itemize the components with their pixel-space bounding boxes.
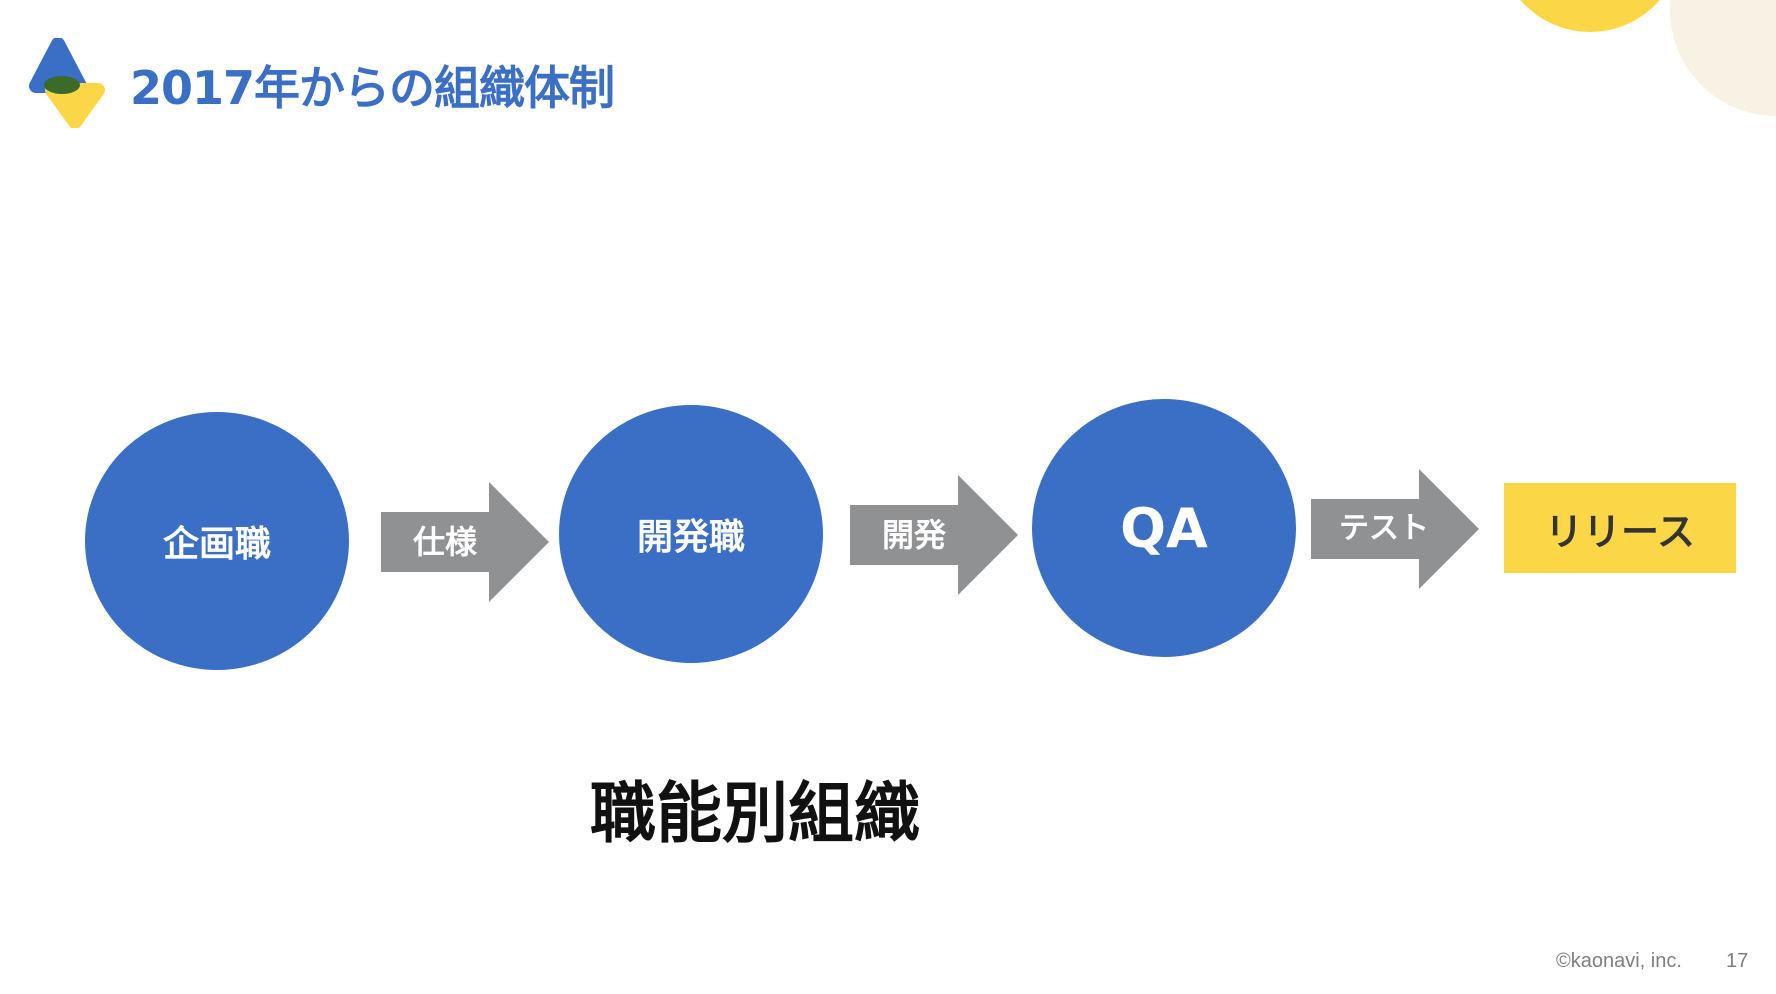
corner-yellow-circle [1520,0,1660,32]
corner-cream-circle [1670,0,1776,116]
slide-title: 2017年からの組織体制 [130,61,615,115]
arrow-develop-label: 開発 [882,516,947,554]
slide-caption: 職能別組織 [590,775,920,852]
brand-logo-icon [29,38,105,128]
node-planning: 企画職 [85,412,349,670]
arrow-spec-label: 仕様 [413,523,478,561]
node-planning-label: 企画職 [162,524,271,565]
arrow-test-label: テスト [1339,511,1429,546]
release-box: リリース [1504,483,1736,573]
arrow-develop: 開発 [850,475,1018,595]
node-qa-label: QA [1120,496,1208,560]
arrow-test: テスト [1311,469,1479,589]
node-qa: QA [1032,399,1296,657]
release-label: リリース [1544,509,1696,554]
arrow-spec: 仕様 [381,482,549,602]
page-number: 17 [1726,950,1749,972]
node-development-label: 開発職 [636,517,745,558]
node-development: 開発職 [559,405,823,663]
copyright-text: ©kaonavi, inc. [1556,950,1682,972]
